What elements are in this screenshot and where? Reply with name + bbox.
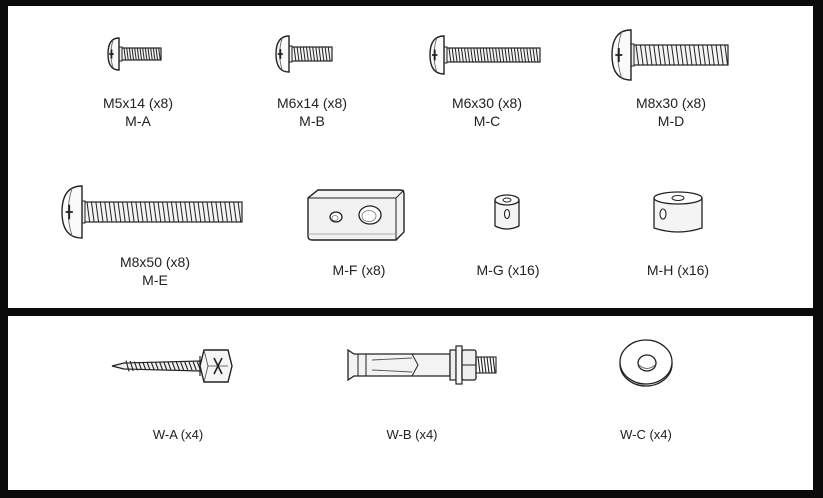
screw-m-c-icon [428, 34, 548, 78]
lag-bolt-w-a-icon [108, 344, 234, 388]
m-g-label: M-G (x16) [476, 262, 540, 278]
m-e-code-label: M-E [142, 272, 168, 288]
w-b-label: W-B (x4) [386, 427, 438, 442]
m-h-label: M-H (x16) [646, 262, 710, 278]
m-d-code-label: M-D [657, 113, 685, 129]
wall-hardware-panel: W-A (x4) W-B (x4) W-C (x4) [8, 316, 813, 490]
m-b-code-label: M-B [299, 113, 325, 129]
spacer-m-g-icon [490, 192, 524, 234]
m-f-label: M-F (x8) [332, 262, 386, 278]
spacer-plate-m-f-icon [304, 184, 408, 246]
m-b-size-label: M6x14 (x8) [276, 95, 348, 111]
screw-m-d-icon [610, 28, 732, 84]
sleeve-anchor-w-b-icon [342, 340, 500, 390]
m-c-size-label: M6x30 (x8) [451, 95, 523, 111]
screw-m-a-icon [106, 36, 176, 76]
m-a-code-label: M-A [125, 113, 151, 129]
spacer-m-h-icon [650, 190, 706, 238]
m-d-size-label: M8x30 (x8) [635, 95, 707, 111]
m-c-code-label: M-C [473, 113, 501, 129]
m-e-size-label: M8x50 (x8) [119, 254, 191, 270]
m-a-size-label: M5x14 (x8) [102, 95, 174, 111]
washer-w-c-icon [618, 336, 674, 388]
mounting-hardware-panel: M5x14 (x8) M-A M6x14 (x8) M-B M6x30 (x8)… [8, 6, 813, 308]
w-c-label: W-C (x4) [620, 427, 672, 442]
screw-m-e-icon [60, 184, 246, 240]
w-a-label: W-A (x4) [152, 427, 204, 442]
screw-m-b-icon [274, 34, 354, 78]
